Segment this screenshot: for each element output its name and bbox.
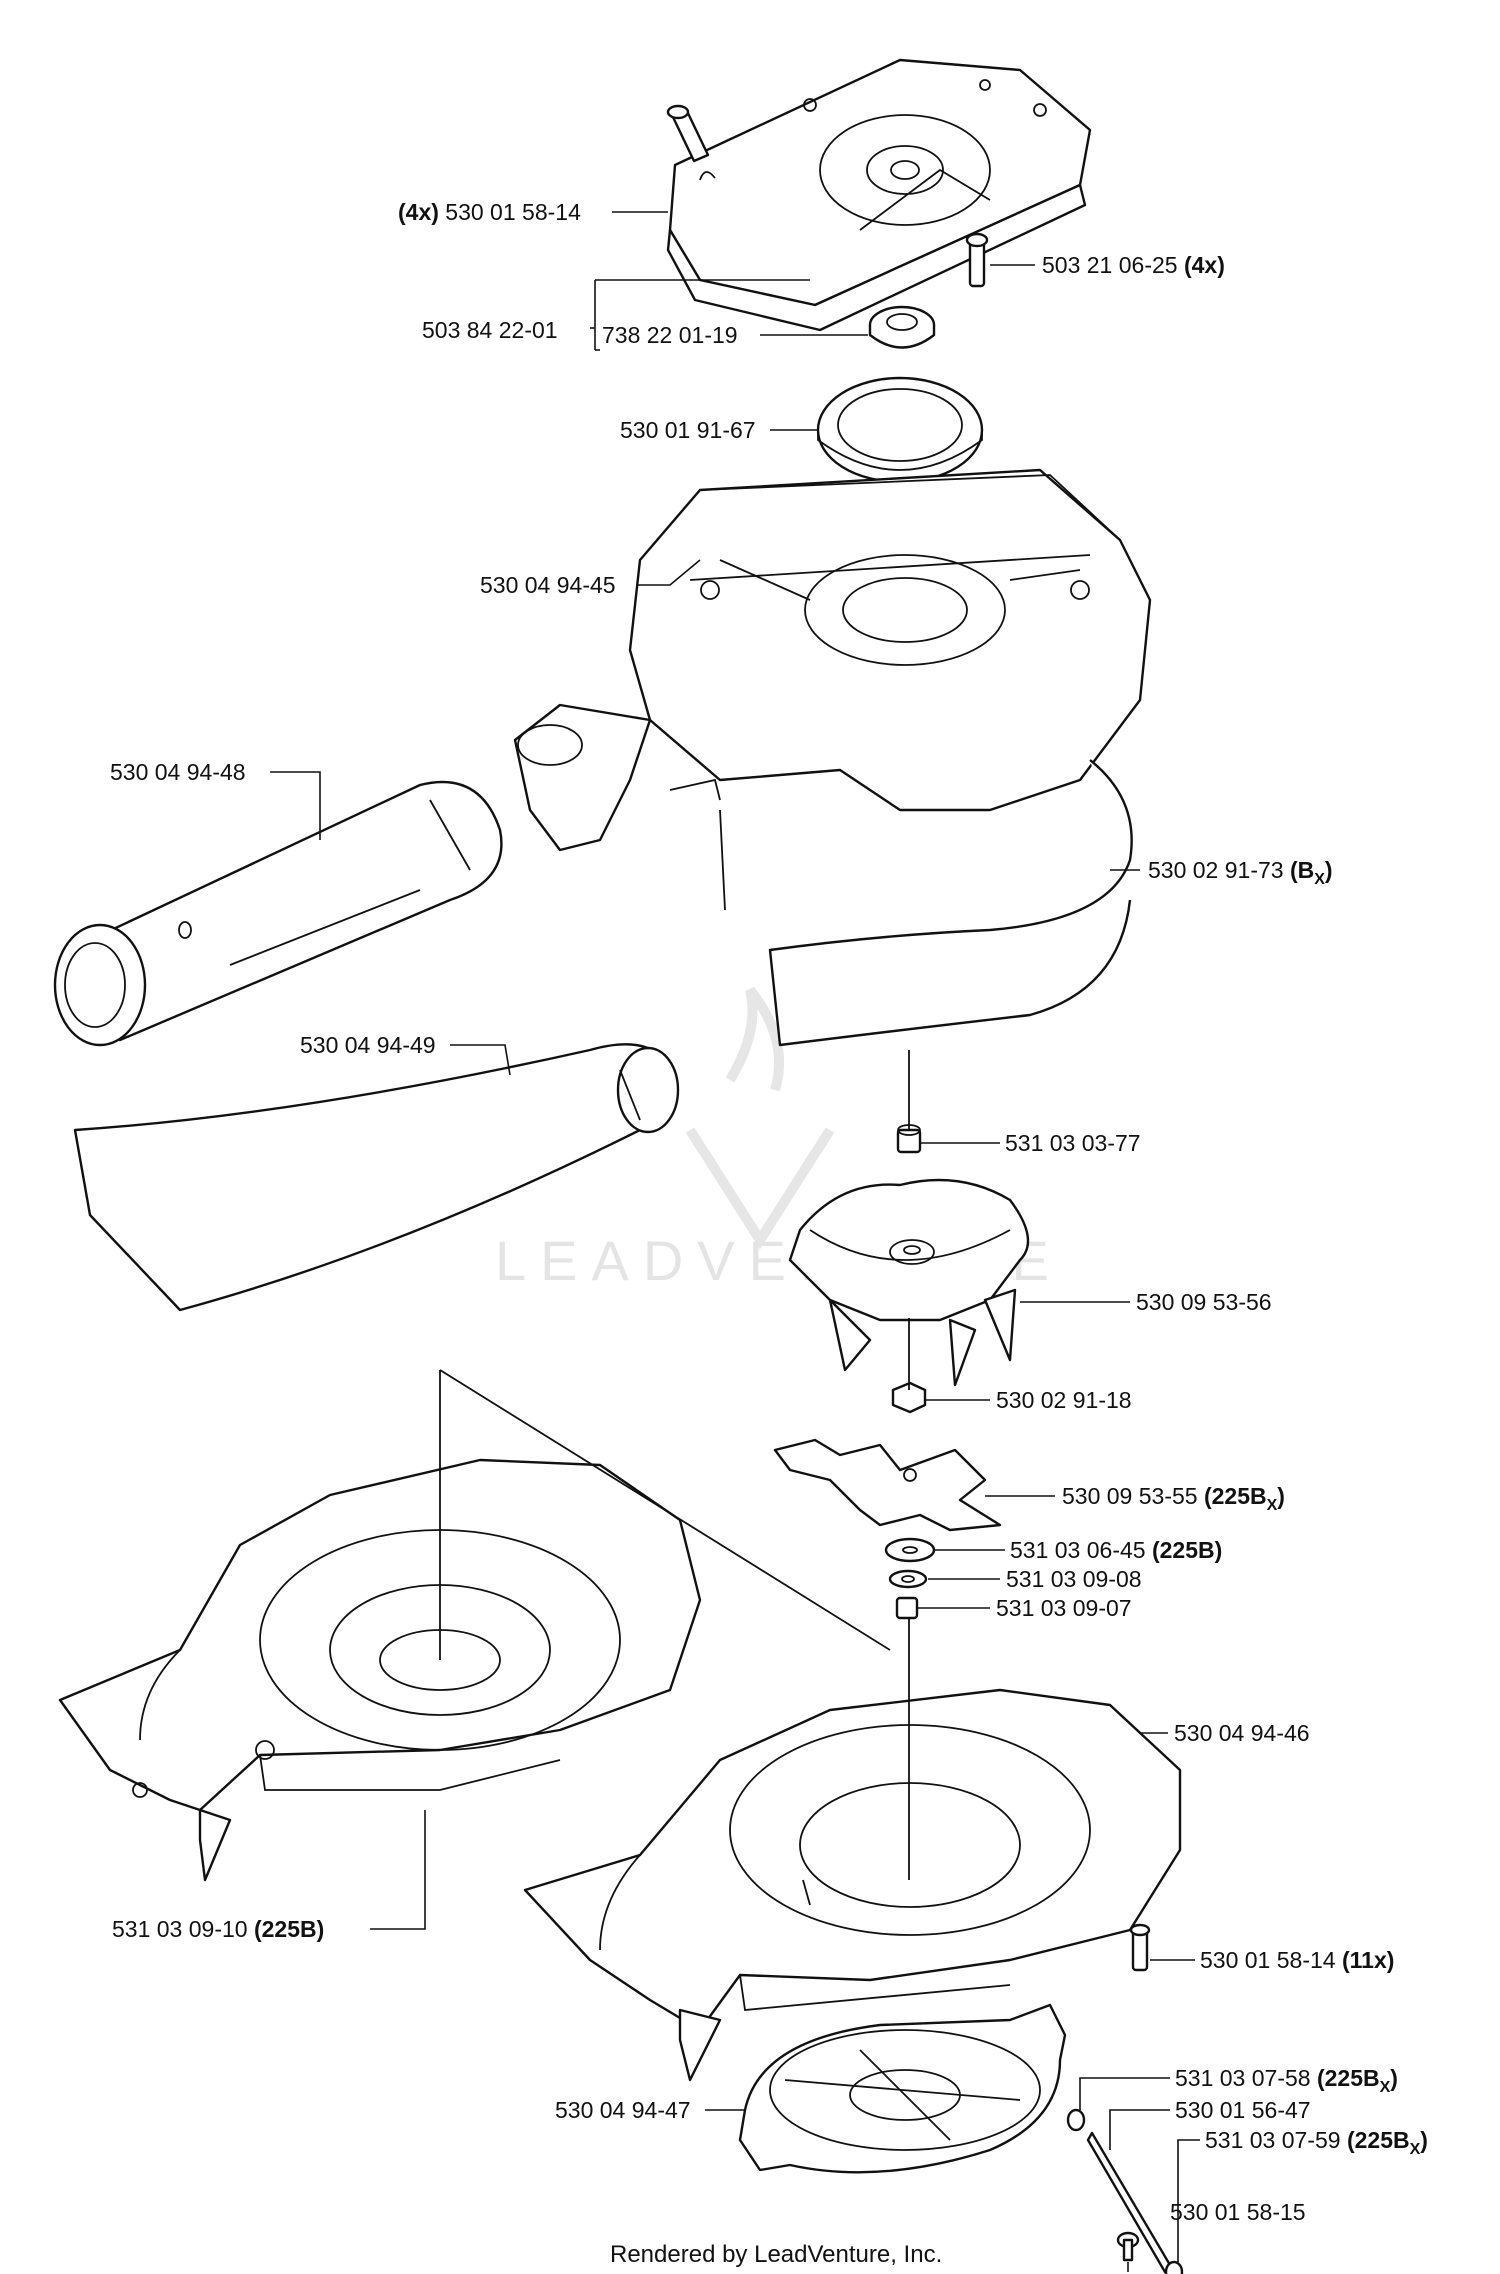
label-503-21-06-25: 503 21 06-25 (4x)	[1042, 252, 1225, 278]
watermark-logo	[685, 986, 835, 1250]
inlet-cover-part[interactable]	[738, 2003, 1067, 2174]
label-531-03-09-10: 531 03 09-10 (225B)	[112, 1916, 324, 1942]
lower-housing-left-part[interactable]	[58, 1458, 702, 1882]
small-screw-part[interactable]	[1116, 2231, 1140, 2262]
blower-tube-part[interactable]	[53, 780, 503, 1047]
upper-housing-part[interactable]	[513, 468, 1152, 852]
label-531-03-06-45: 531 03 06-45 (225B)	[1010, 1537, 1222, 1563]
washer-large-part[interactable]	[884, 1537, 936, 1563]
label-530-01-58-15: 530 01 58-15	[1170, 2199, 1306, 2225]
label-530-04-94-47: 530 04 94-47	[555, 2097, 691, 2123]
impeller-nut-part[interactable]	[891, 1381, 927, 1414]
label-530-02-91-18: 530 02 91-18	[996, 1387, 1132, 1413]
label-738-22-01-19: 738 22 01-19	[602, 322, 738, 348]
label-530-01-56-47: 530 01 56-47	[1175, 2097, 1311, 2123]
leader-lines	[270, 211, 1200, 2272]
impeller-fan-part[interactable]	[788, 1178, 1030, 1387]
label-530-04-94-45: 530 04 94-45	[480, 572, 616, 598]
cover-screw-bottom[interactable]	[965, 232, 989, 288]
spring-right-part[interactable]	[1164, 2260, 1184, 2274]
housing-bolt-part[interactable]	[1129, 1923, 1151, 1972]
nozzle-part[interactable]	[73, 1043, 680, 1312]
lower-housing-right-part[interactable]	[523, 1688, 1182, 2082]
label-531-03-07-58: 531 03 07-58 (225BX)	[1175, 2065, 1398, 2096]
top-cover-part[interactable]	[666, 58, 1092, 332]
assembly-axis-lines	[439, 1050, 910, 1880]
label-530-04-94-46: 530 04 94-46	[1174, 1720, 1310, 1746]
label-531-03-09-07: 531 03 09-07	[996, 1595, 1132, 1621]
inner-band-part[interactable]	[719, 759, 1133, 1047]
label-530-01-91-67: 530 01 91-67	[620, 417, 756, 443]
washer-small-part[interactable]	[888, 1569, 928, 1589]
label-530-04-94-49: 530 04 94-49	[300, 1032, 436, 1058]
seal-ring-part[interactable]	[816, 376, 984, 484]
label-530-02-91-73: 530 02 91-73 (BX)	[1148, 857, 1333, 888]
cover-screw-top[interactable]	[666, 104, 710, 163]
label-530-09-53-56: 530 09 53-56	[1136, 1289, 1272, 1315]
label-530-01-58-14-4x: (4x) 530 01 58-14	[398, 199, 581, 225]
label-503-84-22-01: 503 84 22-01	[422, 317, 558, 343]
lock-nut-part[interactable]	[895, 1596, 919, 1620]
bearing-part[interactable]	[868, 305, 936, 349]
label-531-03-07-59: 531 03 07-59 (225BX)	[1205, 2127, 1428, 2158]
footer-credit: Rendered by LeadVenture, Inc.	[610, 2241, 942, 2268]
spring-left-part[interactable]	[1066, 2108, 1086, 2132]
label-530-01-58-14-11x: 530 01 58-14 (11x)	[1200, 1947, 1394, 1973]
label-531-03-03-77: 531 03 03-77	[1005, 1130, 1141, 1156]
cutter-blade-part[interactable]	[773, 1438, 1002, 1532]
label-530-09-53-55: 530 09 53-55 (225BX)	[1062, 1483, 1285, 1514]
label-530-04-94-48: 530 04 94-48	[110, 759, 246, 785]
label-531-03-09-08: 531 03 09-08	[1006, 1566, 1142, 1592]
